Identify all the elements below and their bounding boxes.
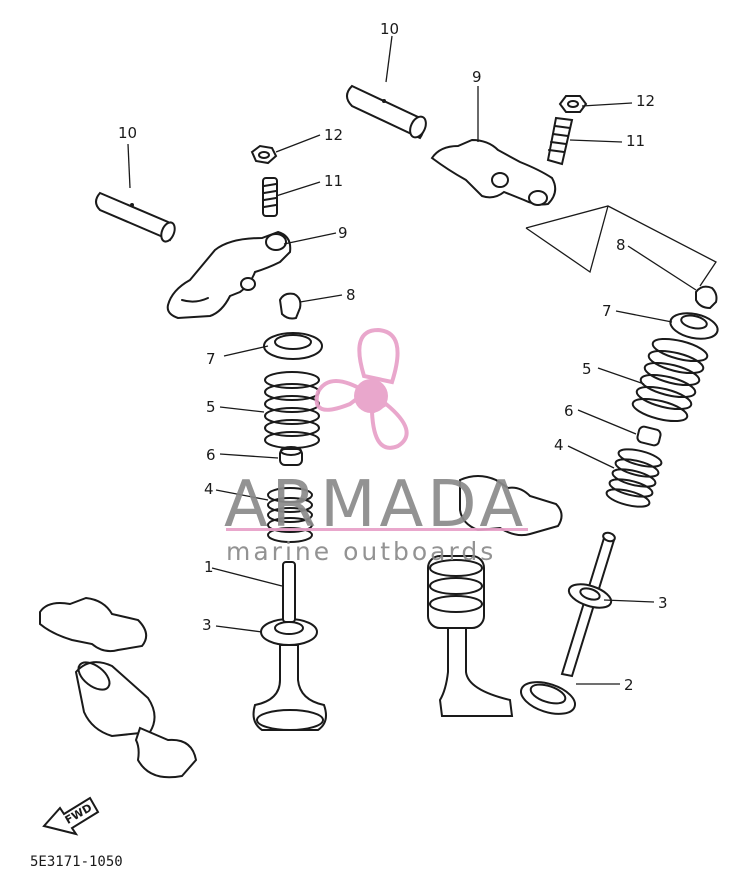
valve-left	[252, 561, 327, 731]
rocker-shaft-right	[346, 84, 427, 140]
watermark-tagline: marine outboards	[226, 537, 496, 566]
callout-1: 1	[204, 558, 214, 576]
outer-spring-left	[264, 371, 320, 449]
leader-lines	[127, 35, 697, 685]
callout-labels: 10 12 11 9 8 7 5 6 4 1 3 10 9 12 11 8 7 …	[118, 20, 668, 694]
callout-3-left: 3	[202, 616, 212, 634]
stem-seal-left	[279, 446, 303, 466]
callout-12-right: 12	[636, 92, 655, 110]
valve-cotter-left	[278, 292, 302, 320]
callout-4-right: 4	[554, 436, 564, 454]
callout-11-right: 11	[626, 132, 645, 150]
callout-9-right: 9	[472, 68, 482, 86]
adjust-screw-left	[262, 177, 278, 217]
adjust-screw-right	[546, 116, 574, 166]
valve-cotter-right	[695, 285, 718, 310]
callout-7-left: 7	[206, 350, 216, 368]
callout-2: 2	[624, 676, 634, 694]
propeller-logo-icon	[314, 327, 409, 450]
callout-12-left: 12	[324, 126, 343, 144]
valve-right	[520, 531, 616, 715]
callout-5-right: 5	[582, 360, 592, 378]
stem-seal-right	[636, 425, 662, 447]
callout-9-left: 9	[338, 224, 348, 242]
assembled-valve-center	[427, 475, 563, 717]
armada-watermark: ARMADA marine outboards	[224, 327, 528, 566]
outer-spring-right	[631, 337, 709, 423]
watermark-underline	[226, 528, 528, 531]
lock-nut-right	[558, 95, 588, 113]
callout-10-left: 10	[118, 124, 137, 142]
callout-3-right: 3	[658, 594, 668, 612]
callout-10-right: 10	[380, 20, 399, 38]
diagram-code: 5E3171-1050	[30, 854, 123, 870]
spring-retainer-right	[669, 312, 719, 340]
callout-11-left: 11	[324, 172, 343, 190]
callout-6-right: 6	[564, 402, 574, 420]
inner-spring-right	[605, 448, 663, 508]
rocker-shaft-left	[95, 191, 176, 243]
assembled-valve-left	[39, 596, 198, 779]
spring-retainer-left	[263, 332, 323, 360]
fwd-arrow-icon: FWD	[42, 796, 100, 836]
assembly-link-bracket	[525, 205, 717, 287]
callout-5-left: 5	[206, 398, 216, 416]
callout-6-left: 6	[206, 446, 216, 464]
callout-4-left: 4	[204, 480, 214, 498]
callout-8-right: 8	[616, 236, 626, 254]
rocker-arm-left	[166, 230, 292, 320]
callout-7-right: 7	[602, 302, 612, 320]
rocker-arm-right	[430, 138, 557, 206]
lock-nut-left	[250, 144, 278, 165]
callout-8-left: 8	[346, 286, 356, 304]
